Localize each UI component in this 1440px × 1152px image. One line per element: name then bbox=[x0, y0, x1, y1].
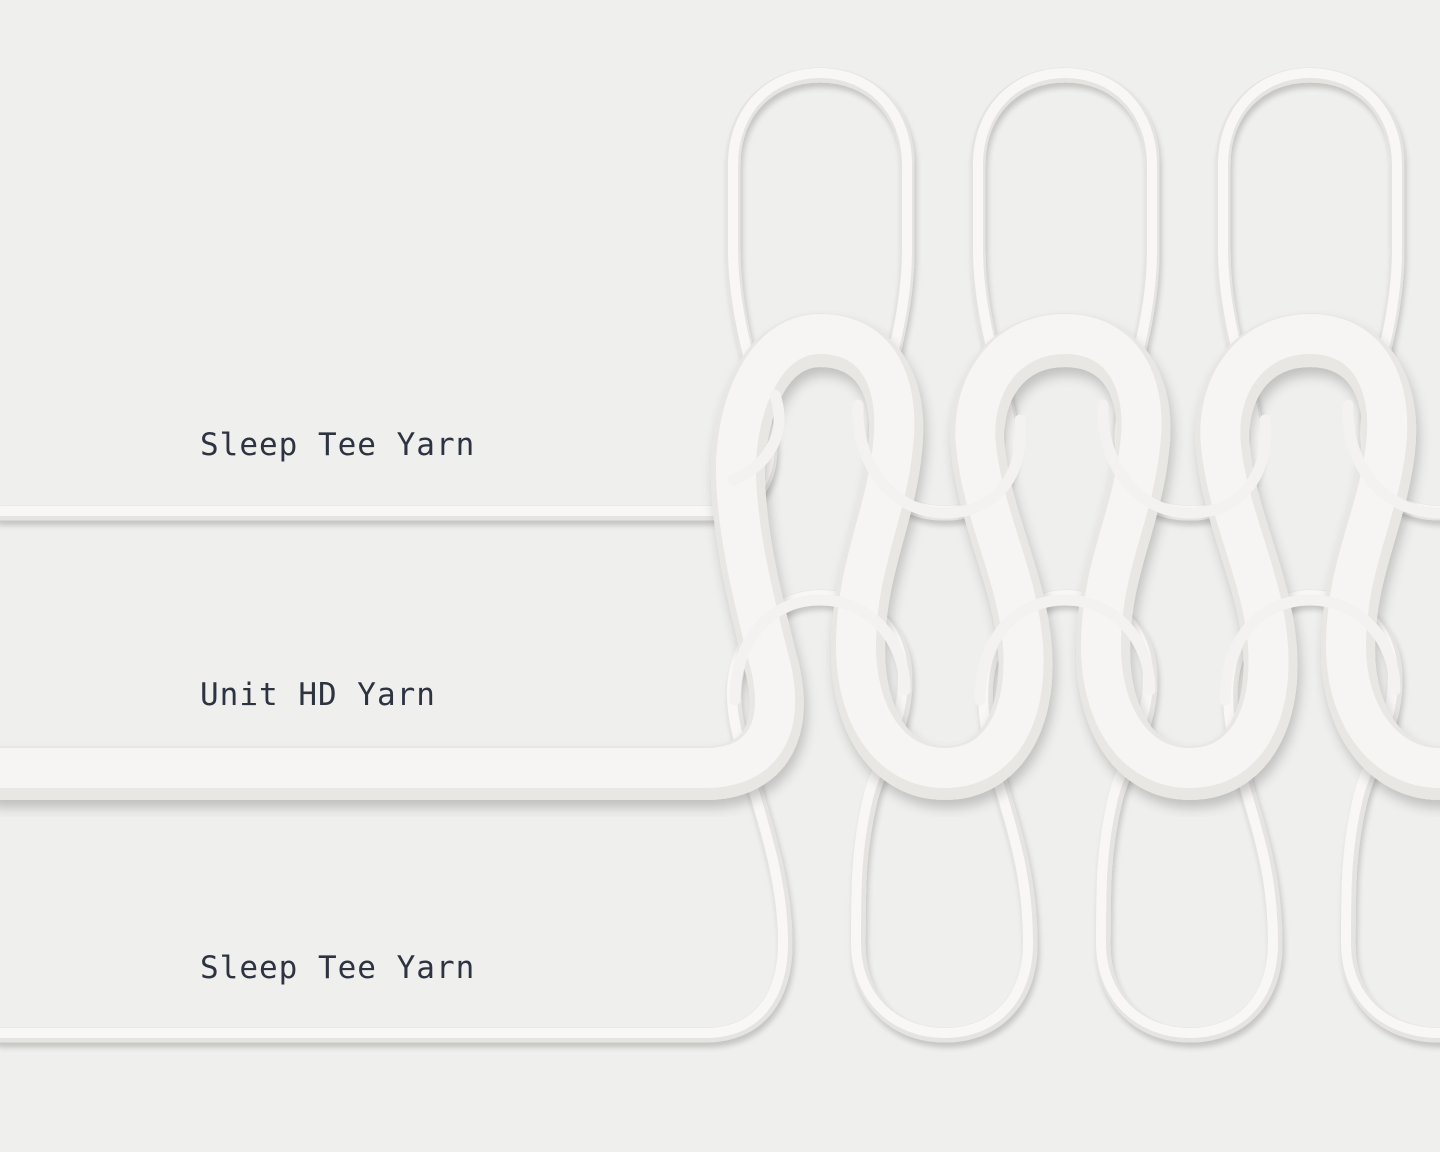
thin-yarn-top-highlight bbox=[0, 68, 1440, 516]
overlap-bot-2 bbox=[974, 594, 1156, 706]
label-unit-hd-yarn: Unit HD Yarn bbox=[200, 677, 436, 713]
overlap-top-3 bbox=[1097, 399, 1272, 519]
thin-yarn-overlaps bbox=[727, 389, 1440, 706]
overlap-top-1 bbox=[727, 389, 785, 486]
thin-yarn-top bbox=[0, 67, 1440, 521]
overlap-top-2 bbox=[852, 399, 1027, 519]
label-sleep-tee-yarn-top: Sleep Tee Yarn bbox=[200, 427, 476, 463]
overlap-bot-1 bbox=[729, 594, 911, 706]
overlap-bot-3 bbox=[1219, 594, 1401, 706]
thick-yarn-middle bbox=[0, 313, 1440, 800]
label-sleep-tee-yarn-bottom: Sleep Tee Yarn bbox=[200, 950, 476, 986]
overlap-top-4 bbox=[1342, 399, 1440, 519]
thick-yarn-middle-highlight bbox=[0, 314, 1440, 788]
